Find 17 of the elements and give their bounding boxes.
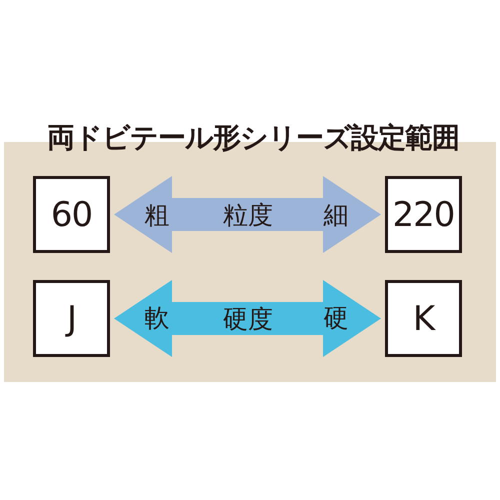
value-box (33, 280, 110, 357)
end-label: 粗 (144, 202, 170, 228)
edge-label: 粒度 (223, 202, 273, 227)
title: 両ドビテール形シリーズ設定範囲 (46, 120, 460, 156)
value-box (385, 280, 462, 357)
value-box (385, 176, 462, 253)
end-label: 軟 (144, 306, 170, 330)
value-text: 220 (392, 198, 454, 232)
edge-label: 硬度 (223, 306, 273, 331)
end-label: 細 (324, 202, 348, 228)
double-arrow (114, 280, 381, 357)
value-box (33, 176, 110, 253)
double-arrow (114, 176, 381, 253)
end-label: 硬 (324, 306, 348, 330)
value-text: 60 (50, 198, 92, 232)
value-text: K (412, 302, 434, 336)
value-text: J (66, 302, 76, 336)
